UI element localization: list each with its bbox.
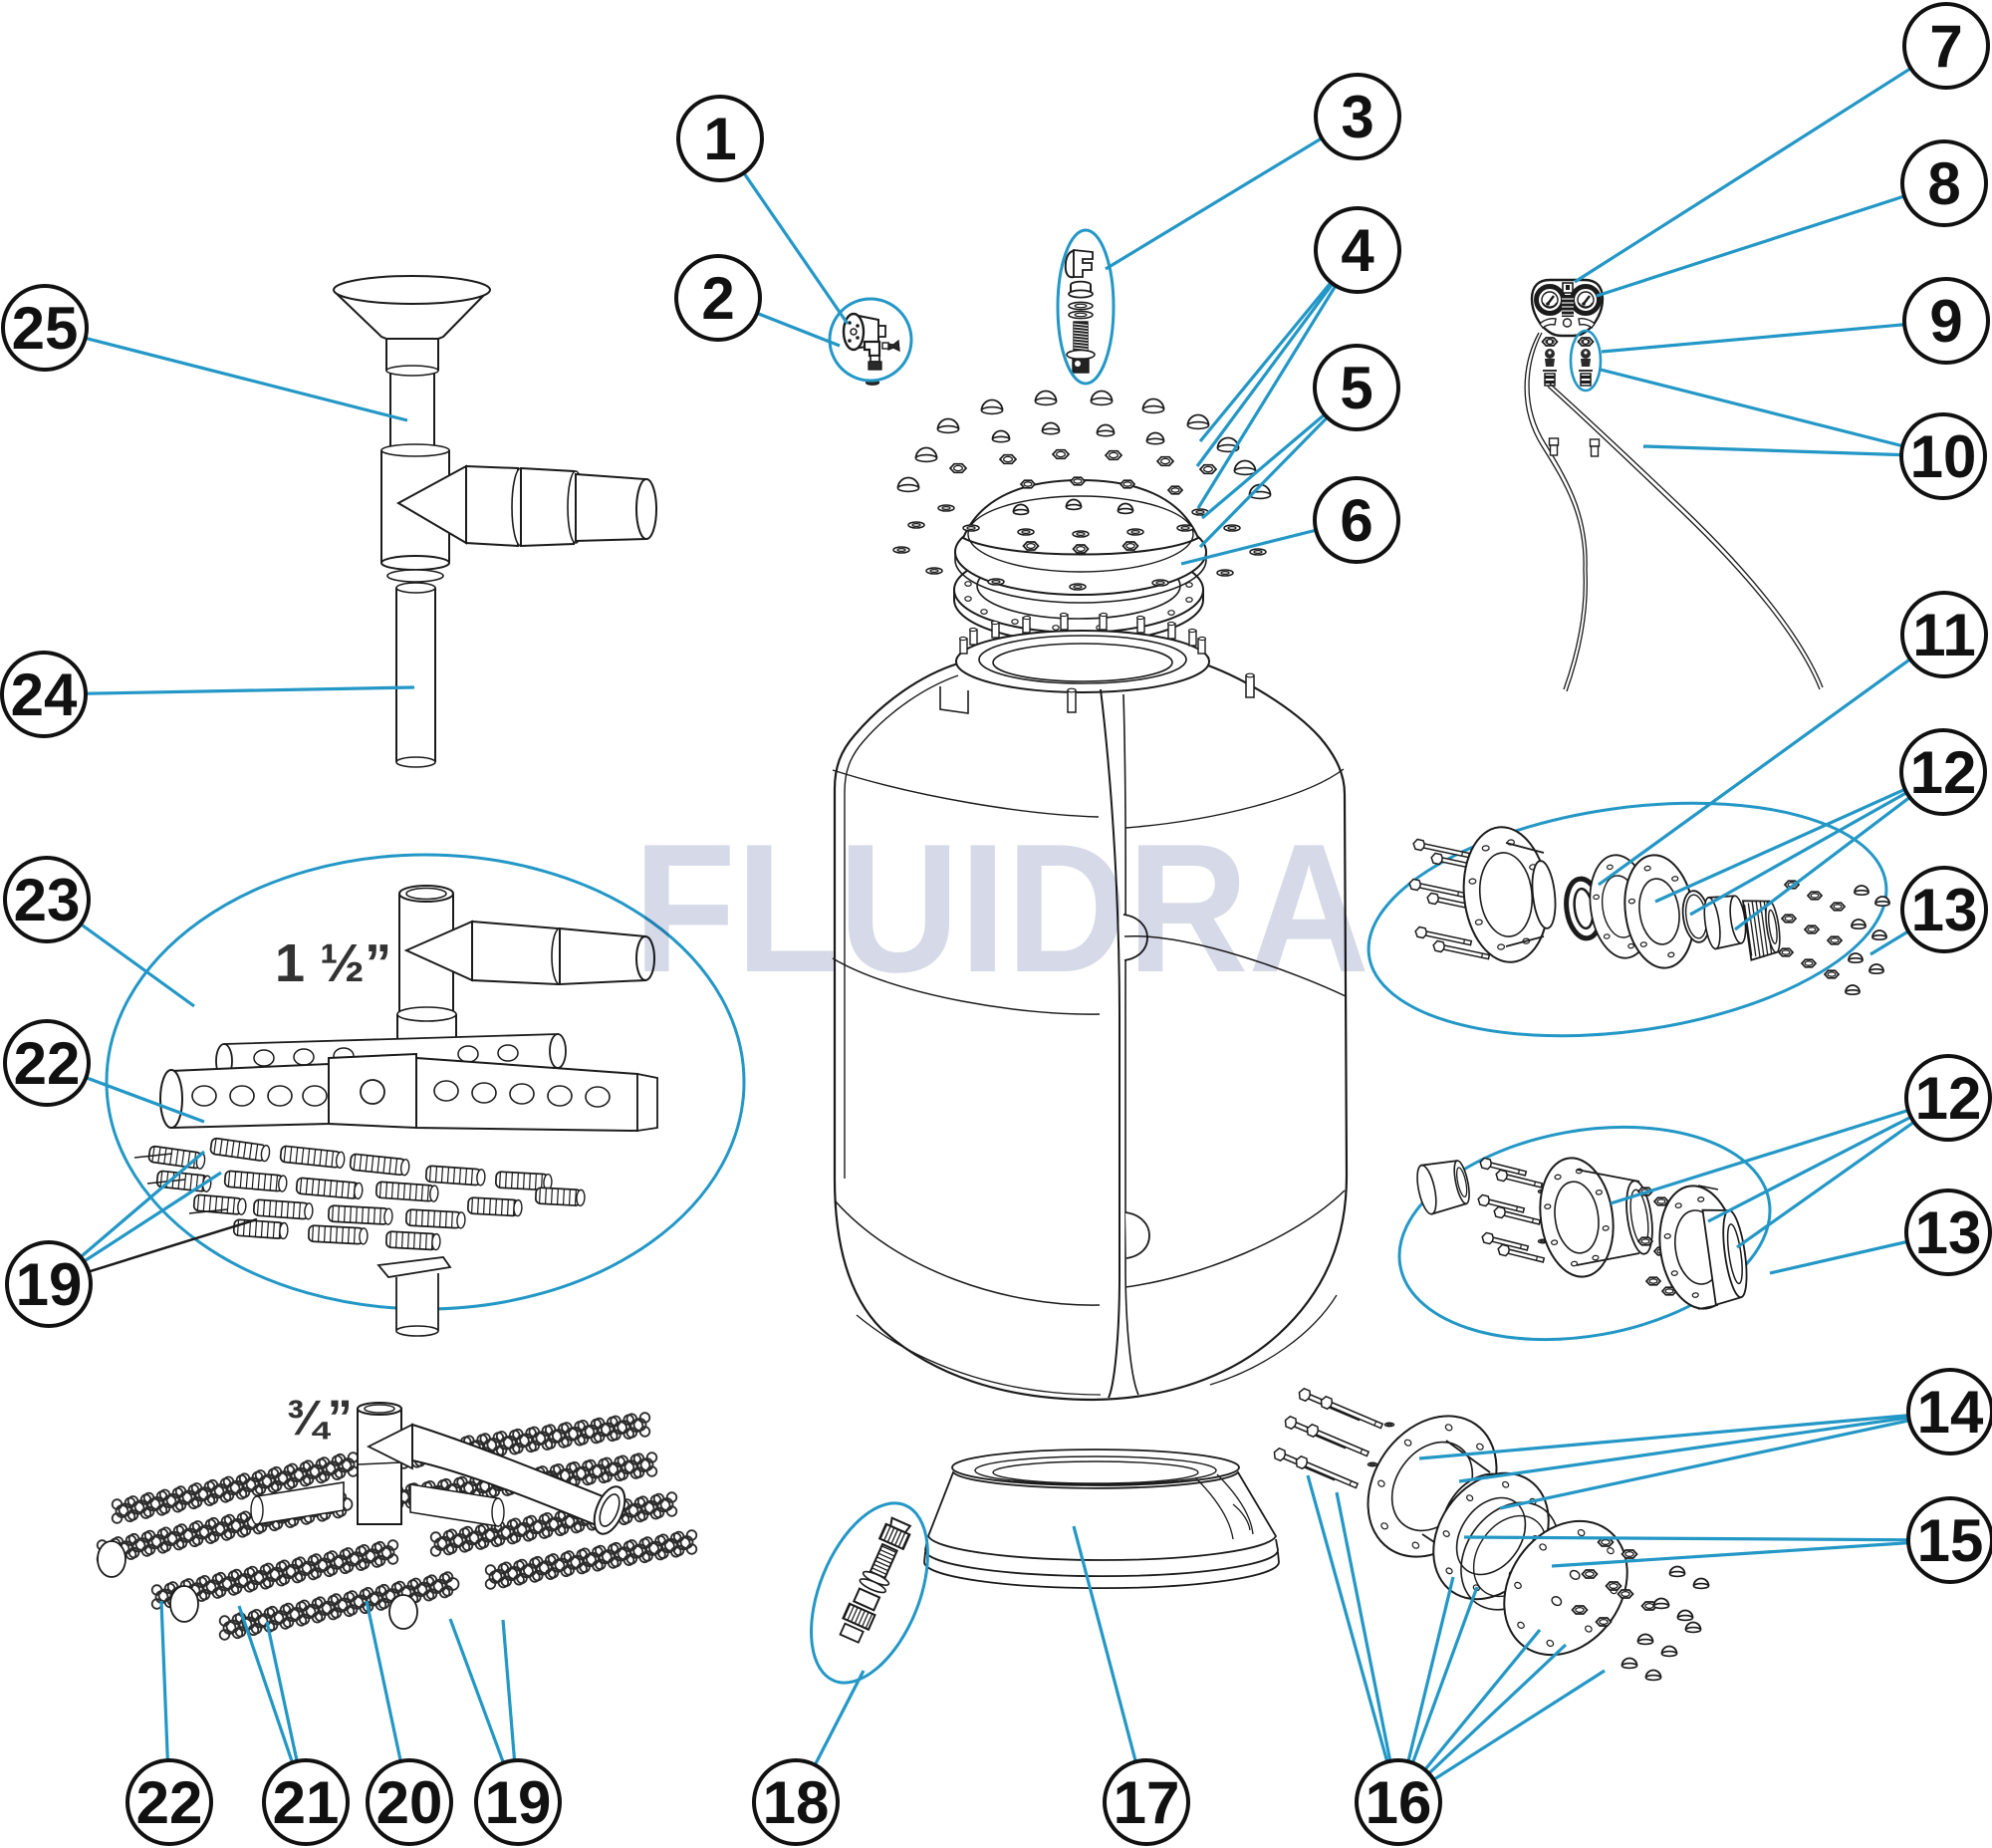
svg-text:15: 15 — [1917, 1507, 1984, 1574]
svg-text:2: 2 — [701, 265, 734, 332]
svg-text:1 ½”: 1 ½” — [275, 933, 391, 993]
svg-text:1: 1 — [703, 106, 736, 172]
svg-text:13: 13 — [1911, 877, 1978, 943]
svg-text:25: 25 — [12, 295, 79, 362]
svg-text:10: 10 — [1910, 423, 1977, 490]
svg-text:23: 23 — [14, 867, 81, 933]
svg-text:22: 22 — [14, 1030, 81, 1097]
svg-text:9: 9 — [1929, 288, 1962, 355]
svg-text:7: 7 — [1929, 13, 1962, 80]
svg-text:8: 8 — [1927, 150, 1960, 217]
svg-text:19: 19 — [16, 1251, 83, 1318]
svg-text:FLUIDRA: FLUIDRA — [633, 805, 1370, 1010]
svg-text:22: 22 — [136, 1769, 203, 1836]
svg-text:13: 13 — [1915, 1199, 1982, 1266]
svg-text:20: 20 — [376, 1769, 443, 1836]
svg-text:12: 12 — [1910, 739, 1977, 806]
svg-text:18: 18 — [763, 1769, 830, 1836]
svg-text:6: 6 — [1340, 487, 1372, 554]
svg-text:14: 14 — [1917, 1379, 1984, 1446]
svg-text:21: 21 — [273, 1769, 340, 1836]
svg-text:12: 12 — [1915, 1065, 1982, 1132]
svg-text:16: 16 — [1366, 1769, 1432, 1836]
svg-text:¾”: ¾” — [286, 1390, 353, 1446]
svg-text:5: 5 — [1340, 355, 1372, 421]
svg-text:3: 3 — [1341, 84, 1373, 150]
svg-text:24: 24 — [11, 661, 78, 728]
svg-text:19: 19 — [485, 1769, 552, 1836]
svg-text:4: 4 — [1341, 217, 1374, 284]
svg-text:11: 11 — [1912, 602, 1975, 668]
svg-text:17: 17 — [1114, 1769, 1180, 1836]
